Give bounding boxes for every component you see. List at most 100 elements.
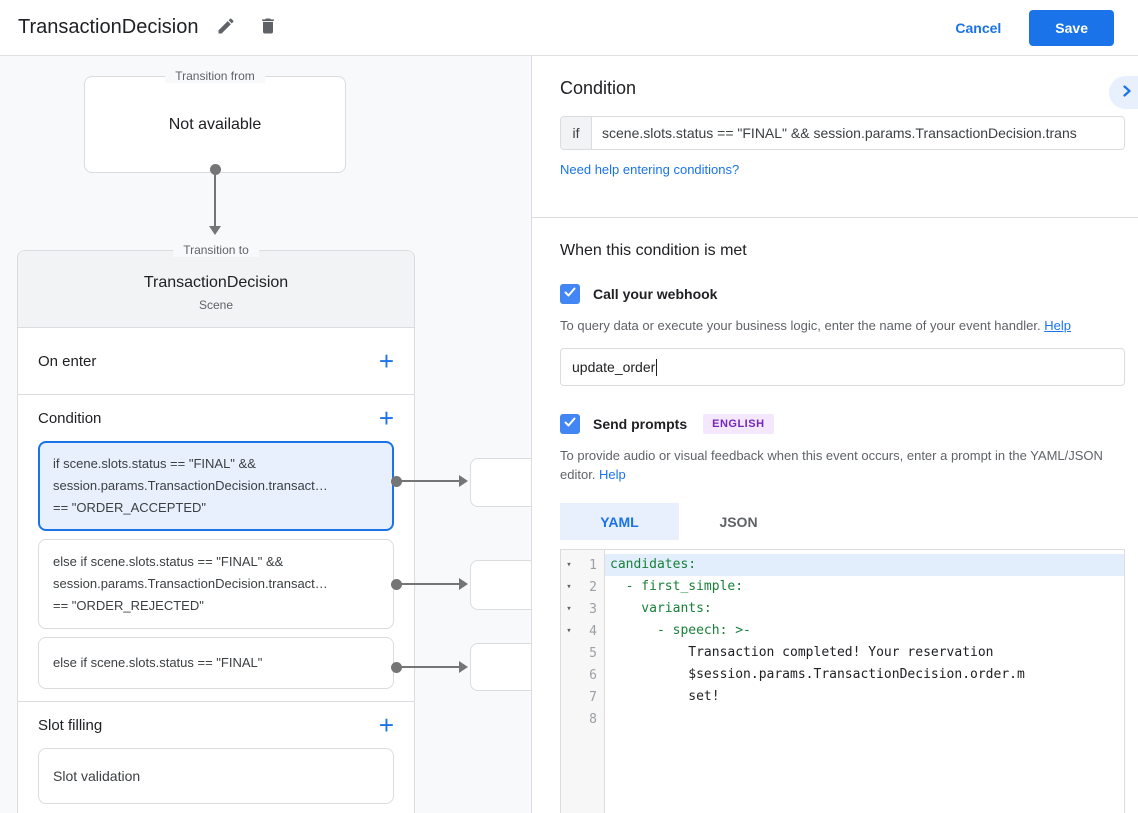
edit-button[interactable] [212, 14, 240, 42]
transition-to-legend: Transition to [173, 243, 259, 257]
language-badge: ENGLISH [703, 414, 774, 434]
line-number: 3 [589, 601, 597, 617]
when-met-heading: When this condition is met [560, 242, 747, 259]
send-prompts-label: Send prompts [593, 416, 688, 432]
when-condition-met-section: When this condition is met Call your web… [532, 218, 1138, 813]
event-handler-value: update_order [572, 359, 656, 375]
webhook-checkbox[interactable] [560, 284, 580, 304]
add-on-enter-button[interactable]: + [378, 346, 394, 376]
editor-code-area[interactable]: candidates: - first_simple: variants: - … [605, 550, 1124, 813]
transition-from-content: Not available [168, 115, 262, 133]
line-number: 4 [589, 623, 597, 639]
transition-from-legend: Transition from [165, 69, 265, 83]
condition-text: session.params.TransactionDecision.trans… [53, 478, 328, 493]
code-line: - speech: >- [610, 623, 751, 638]
event-handler-input[interactable]: update_order [560, 348, 1125, 386]
condition-card-rejected[interactable]: else if scene.slots.status == "FINAL" &&… [38, 539, 394, 629]
checkmark-icon [563, 415, 577, 434]
conditions-help-link[interactable]: Need help entering conditions? [560, 162, 740, 177]
code-line: $session.params.TransactionDecision.orde… [610, 667, 1025, 682]
tab-json[interactable]: JSON [679, 503, 798, 540]
condition-editor-panel: Condition if scene.slots.status == "FINA… [531, 56, 1138, 813]
condition-text: == "ORDER_REJECTED" [53, 598, 204, 613]
code-line: set! [610, 689, 720, 704]
code-line: variants: [610, 601, 712, 616]
on-enter-row: On enter + [18, 328, 414, 395]
condition-text: else if scene.slots.status == "FINAL" [53, 655, 263, 670]
page-title: TransactionDecision [18, 16, 199, 38]
code-line [605, 708, 1124, 730]
send-prompts-checkbox[interactable] [560, 414, 580, 434]
on-enter-label: On enter [38, 352, 97, 370]
delete-button[interactable] [254, 14, 282, 42]
scene-title: TransactionDecision [143, 274, 289, 291]
helper-text: To query data or execute your business l… [560, 318, 1041, 333]
slot-filling-label: Slot filling [38, 716, 103, 734]
condition-card-final[interactable]: else if scene.slots.status == "FINAL" [38, 637, 394, 689]
condition-section: Condition + if scene.slots.status == "FI… [18, 395, 414, 702]
condition-text: else if scene.slots.status == "FINAL" && [53, 554, 284, 569]
yaml-code-editor[interactable]: ▾ 1 ▾ 2 ▾ 3 ▾ 4 5 6 7 8 candidates: - first_… [560, 549, 1125, 813]
panel-heading: Condition [560, 78, 637, 98]
line-number: 8 [589, 711, 597, 727]
connector-arrowhead [459, 578, 468, 590]
add-slot-button[interactable]: + [378, 710, 394, 740]
connector-arrowhead [459, 661, 468, 673]
tab-yaml[interactable]: YAML [560, 503, 679, 540]
fold-toggle-icon[interactable]: ▾ [566, 604, 572, 614]
code-line: candidates: [605, 554, 1124, 576]
connector-line [398, 480, 459, 482]
connector-line [398, 583, 459, 585]
add-condition-button[interactable]: + [378, 403, 394, 433]
slot-filling-section: Slot filling + Slot validation [18, 702, 414, 804]
transition-to-box: Transition to TransactionDecision Scene … [17, 243, 415, 813]
condition-text: == "ORDER_ACCEPTED" [53, 500, 206, 515]
helper-text: To provide audio or visual feedback when… [560, 448, 1103, 482]
prompts-help-link[interactable]: Help [599, 467, 626, 482]
connector-dot [391, 579, 402, 590]
connector-dot [391, 662, 402, 673]
connector-dot [210, 164, 221, 175]
scene-subtitle: Scene [198, 298, 234, 312]
scene-header: TransactionDecision Scene [18, 251, 414, 328]
code-line: Transaction completed! Your reservation [610, 645, 994, 660]
condition-expression-field[interactable]: if scene.slots.status == "FINAL" && sess… [560, 116, 1125, 150]
connector-arrowhead [459, 475, 468, 487]
webhook-help-link[interactable]: Help [1044, 318, 1071, 333]
connector-line [398, 666, 459, 668]
fold-toggle-icon[interactable]: ▾ [566, 560, 572, 570]
transition-target-box[interactable] [470, 560, 531, 610]
line-number: 1 [589, 557, 597, 573]
section-divider [18, 701, 414, 702]
code-line: - first_simple: [610, 579, 744, 594]
editor-tabs: YAML JSON [560, 503, 1122, 540]
cancel-button[interactable]: Cancel [955, 19, 1002, 36]
webhook-label: Call your webhook [593, 286, 718, 302]
transition-target-box[interactable] [470, 458, 531, 507]
if-prefix-label: if [561, 117, 592, 149]
collapse-panel-button[interactable] [1109, 76, 1138, 109]
app-bar: TransactionDecision Cancel Save [0, 0, 1138, 56]
line-number: 5 [589, 645, 597, 661]
condition-expression-section: Condition if scene.slots.status == "FINA… [532, 56, 1138, 218]
line-number: 6 [589, 667, 597, 683]
prompts-helper-text: To provide audio or visual feedback when… [560, 446, 1116, 484]
editor-gutter: ▾ 1 ▾ 2 ▾ 3 ▾ 4 5 6 7 8 [561, 550, 605, 813]
condition-expression-value[interactable]: scene.slots.status == "FINAL" && session… [602, 125, 1077, 141]
condition-card-accepted[interactable]: if scene.slots.status == "FINAL" && sess… [38, 441, 394, 531]
connector-dot [391, 476, 402, 487]
line-number: 7 [589, 689, 597, 705]
condition-text: if scene.slots.status == "FINAL" && [53, 456, 256, 471]
line-number: 2 [589, 579, 597, 595]
condition-section-label: Condition [38, 409, 102, 427]
save-button[interactable]: Save [1029, 9, 1114, 46]
fold-toggle-icon[interactable]: ▾ [566, 582, 572, 592]
connector-line [214, 174, 216, 226]
checkmark-icon [563, 285, 577, 304]
text-caret [656, 358, 658, 376]
webhook-helper-text: To query data or execute your business l… [560, 316, 1116, 335]
transition-target-box[interactable] [470, 643, 531, 691]
fold-toggle-icon[interactable]: ▾ [566, 626, 572, 636]
slot-validation-card[interactable]: Slot validation [38, 748, 394, 804]
chevron-right-icon [1121, 85, 1133, 100]
